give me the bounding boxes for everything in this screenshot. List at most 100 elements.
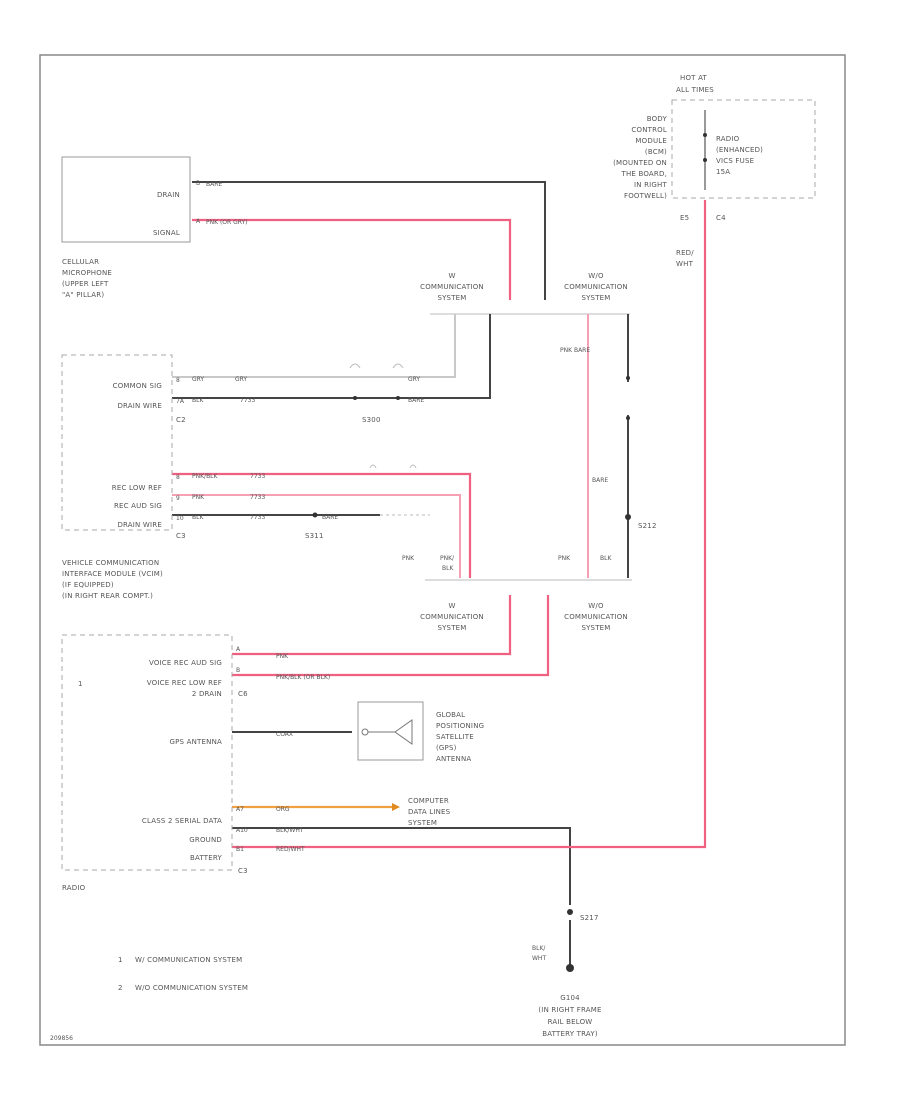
splice-s212-dot xyxy=(625,514,631,520)
bcm-out-wire: WHT xyxy=(676,260,694,268)
vcim-pin-num: 10 xyxy=(176,515,184,522)
comm-top-left: W xyxy=(448,272,455,280)
comm-bottom-left: COMMUNICATION xyxy=(420,613,484,621)
wire-mic-signal xyxy=(192,218,512,300)
mic-pin-drain: DRAIN xyxy=(157,191,180,199)
comm-top-left: SYSTEM xyxy=(437,294,466,302)
splice-label: S300 xyxy=(362,416,381,424)
comm-bottom-left: SYSTEM xyxy=(437,624,466,632)
radio-pin: GPS ANTENNA xyxy=(170,738,223,746)
svg-text:BODY: BODY xyxy=(647,115,668,123)
connector-dot xyxy=(626,416,630,420)
radio-pin-num: A7 xyxy=(236,806,244,813)
legend-text: W/O COMMUNICATION SYSTEM xyxy=(135,984,248,992)
bcm-label-lines: BODY CONTROL MODULE (BCM) (MOUNTED ON TH… xyxy=(613,115,667,200)
bcm-connector: E5 xyxy=(680,214,689,222)
fuse-label: 15A xyxy=(716,168,730,176)
svg-text:THE BOARD,: THE BOARD, xyxy=(620,170,667,178)
radio-pin-num: B1 xyxy=(236,846,244,853)
radio-label: RADIO xyxy=(62,884,86,892)
svg-text:(BCM): (BCM) xyxy=(645,148,667,156)
wire-label: BLK xyxy=(442,565,454,572)
ground-label: BATTERY TRAY) xyxy=(542,1030,598,1038)
wire-label: GRY xyxy=(235,376,247,383)
mic-label: MICROPHONE xyxy=(62,269,112,277)
cellular-microphone-box xyxy=(61,156,191,243)
comm-top-left: COMMUNICATION xyxy=(420,283,484,291)
vcim-label: VEHICLE COMMUNICATION xyxy=(62,559,159,567)
radio-pin: GROUND xyxy=(189,836,222,844)
ground-label: RAIL BELOW xyxy=(548,1018,593,1026)
svg-text:CONTROL: CONTROL xyxy=(631,126,667,134)
svg-text:MODULE: MODULE xyxy=(635,137,667,145)
fuse-label: RADIO xyxy=(716,135,740,143)
wire-label: BLK xyxy=(192,397,204,404)
radio-connector: C6 xyxy=(238,690,248,698)
svg-text:IN RIGHT: IN RIGHT xyxy=(634,181,668,189)
wire-battery xyxy=(232,200,707,849)
wire-radio-voice-low xyxy=(232,595,550,677)
wire-ground xyxy=(232,827,571,905)
wire-vcim-aud xyxy=(172,494,461,578)
wire-label: PNK xyxy=(402,555,415,562)
connector-mark xyxy=(409,464,417,469)
legend-text: W/ COMMUNICATION SYSTEM xyxy=(135,956,242,964)
splice-dot xyxy=(396,396,400,400)
svg-text:FOOTWELL): FOOTWELL) xyxy=(624,192,667,200)
vcim-pin: COMMON SIG xyxy=(113,382,162,390)
wire-label: ORG xyxy=(276,806,290,813)
diagram-frame xyxy=(39,54,846,1046)
wire-label: RED/WHT xyxy=(276,846,305,853)
connector-dot xyxy=(626,376,630,380)
comm-top-right: COMMUNICATION xyxy=(564,283,628,291)
comm-bottom-left: W xyxy=(448,602,455,610)
arrow-icon xyxy=(392,803,400,811)
wire-mic-drain xyxy=(192,181,546,300)
legend-num: 2 xyxy=(118,984,123,992)
svg-text:(MOUNTED ON: (MOUNTED ON xyxy=(613,159,667,167)
vcim-pin: REC AUD SIG xyxy=(114,502,162,510)
wire-label: 7733 xyxy=(240,397,255,404)
radio-connector: C3 xyxy=(238,867,248,875)
wire-label: GRY xyxy=(408,376,420,383)
gps-label: SATELLITE xyxy=(436,733,474,741)
mic-pin-num: B xyxy=(196,180,200,187)
vcim-connector: C2 xyxy=(176,416,186,424)
splice-label: S212 xyxy=(638,522,657,530)
wire-label: PNK xyxy=(558,555,571,562)
wire-label: BLK xyxy=(600,555,612,562)
radio-pin-num: A xyxy=(236,646,241,653)
ground-label: (IN RIGHT FRAME xyxy=(538,1006,601,1014)
wire-label: PNK/ xyxy=(440,555,455,562)
wire-label: 7733 xyxy=(250,514,265,521)
radio-pin-num: A10 xyxy=(236,827,248,834)
vcim-pin-num: 8 xyxy=(176,377,180,384)
wire-label: PNK/BLK (OR BLK) xyxy=(276,674,330,681)
splice-dot xyxy=(353,396,357,400)
wire-label: PNK BARE xyxy=(560,347,590,354)
comm-bottom-right: SYSTEM xyxy=(581,624,610,632)
radio-ref: 1 xyxy=(78,680,83,688)
wire-label: 7733 xyxy=(250,494,265,501)
splice-label: S217 xyxy=(580,914,599,922)
bcm-heading: ALL TIMES xyxy=(676,86,714,94)
radio-pin: CLASS 2 SERIAL DATA xyxy=(142,817,222,825)
mic-label: (UPPER LEFT xyxy=(62,280,109,288)
splice-s217-dot xyxy=(567,909,573,915)
wire-vcim-low-ref xyxy=(172,472,472,578)
mic-label: CELLULAR xyxy=(62,258,99,266)
gps-label: GLOBAL xyxy=(436,711,465,719)
ground-point-icon xyxy=(566,964,574,972)
radio-pin: VOICE REC AUD SIG xyxy=(149,659,222,667)
comm-top-right: W/O xyxy=(588,272,604,280)
fuse-label: VICS FUSE xyxy=(716,157,754,165)
antenna-icon xyxy=(361,728,369,736)
gps-antenna-box xyxy=(357,701,424,761)
connector-mark xyxy=(392,363,404,369)
wire-label: WHT xyxy=(532,955,546,962)
bcm-heading: HOT AT xyxy=(680,74,708,82)
vcim-label: INTERFACE MODULE (VCIM) xyxy=(62,570,163,578)
mic-label: "A" PILLAR) xyxy=(62,291,104,299)
wire-label: PNK xyxy=(276,653,289,660)
